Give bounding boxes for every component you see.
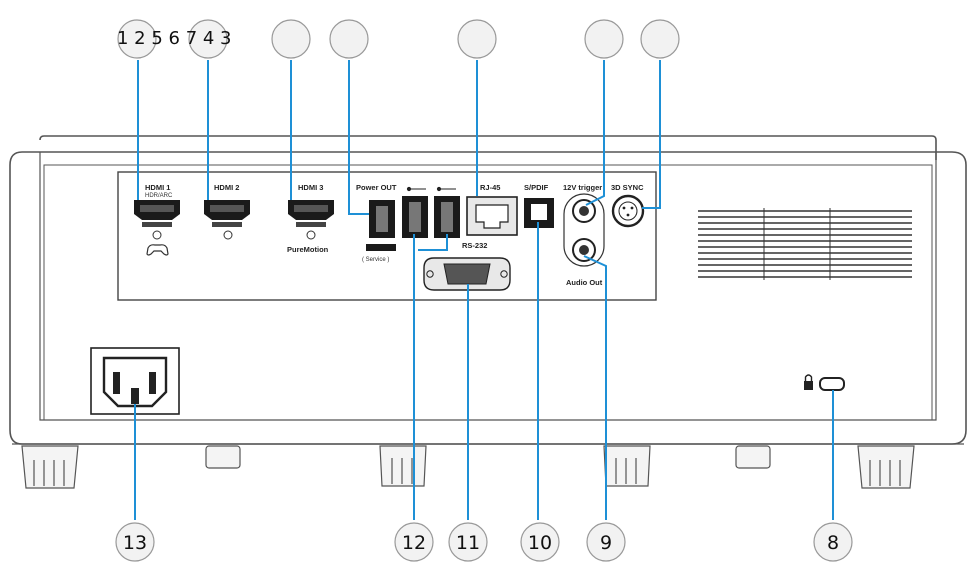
power-out-label: Power OUT	[356, 183, 397, 192]
trigger-audio-ports: 12V trigger Audio Out	[563, 183, 605, 287]
3d-sync-port[interactable]: 3D SYNC	[611, 183, 645, 228]
trigger-label: 12V trigger	[563, 183, 602, 192]
usb-port-1[interactable]	[402, 196, 428, 238]
hdmi2-label: HDMI 2	[214, 183, 239, 192]
callout-12: 12	[394, 522, 434, 562]
ac-power-socket[interactable]	[90, 347, 180, 415]
audio-out-jack[interactable]	[572, 238, 596, 262]
callout-9: 9	[586, 522, 626, 562]
svg-text:10: 10	[528, 532, 552, 554]
usb-icon	[406, 186, 456, 192]
hdmi3-label: HDMI 3	[298, 183, 323, 192]
hdmi1-sublabel: HDR/ARC	[145, 193, 173, 199]
io-panel	[117, 171, 657, 301]
rs232-port[interactable]: RS-232	[423, 241, 511, 291]
vent-grille	[698, 208, 912, 280]
hdmi-ports: HDMI 1 HDR/ARC HDMI 2 HDMI 3 PureMotion	[134, 183, 334, 256]
top-callouts: 1 2 5 6 7 4 3	[117, 19, 680, 59]
kensington-lock-slot[interactable]	[804, 374, 845, 391]
svg-text:11: 11	[456, 532, 480, 554]
callout-11: 11	[448, 522, 488, 562]
hdmi1-label: HDMI 1	[145, 183, 170, 192]
svg-text:12: 12	[402, 532, 426, 554]
hdmi1-port[interactable]: HDMI 1 HDR/ARC	[134, 183, 180, 256]
bottom-callouts: 13 12 11 10 9 8	[115, 522, 853, 562]
usb-power-out-port[interactable]: Power OUT ( Service )	[356, 183, 397, 263]
usb-port-2[interactable]	[434, 196, 460, 238]
svg-text:13: 13	[123, 532, 147, 554]
hdmi2-port[interactable]: HDMI 2	[204, 183, 250, 240]
rj45-port[interactable]: RJ-45	[466, 183, 518, 236]
callout-13: 13	[115, 522, 155, 562]
3d-sync-label: 3D SYNC	[611, 183, 644, 192]
spdif-port[interactable]: S/PDIF	[524, 183, 554, 228]
projector-body	[9, 135, 967, 445]
puremotion-label: PureMotion	[287, 245, 329, 254]
callout-8: 8	[813, 522, 853, 562]
audio-out-label: Audio Out	[566, 278, 603, 287]
svg-text:8: 8	[827, 532, 839, 554]
hdmi3-port[interactable]: HDMI 3 PureMotion	[287, 183, 334, 254]
lock-icon	[804, 374, 813, 390]
spdif-label: S/PDIF	[524, 183, 549, 192]
rs232-label: RS-232	[462, 241, 487, 250]
trigger-jack[interactable]	[572, 199, 596, 223]
gamepad-icon	[146, 244, 169, 256]
rj45-label: RJ-45	[480, 183, 500, 192]
leader-lines	[134, 60, 834, 520]
svg-text:9: 9	[600, 532, 612, 554]
callout-10: 10	[520, 522, 560, 562]
top-callout-numbers: 1 2 5 6 7 4 3	[117, 28, 232, 49]
service-label: ( Service )	[362, 257, 389, 263]
usb-ports	[402, 186, 460, 238]
